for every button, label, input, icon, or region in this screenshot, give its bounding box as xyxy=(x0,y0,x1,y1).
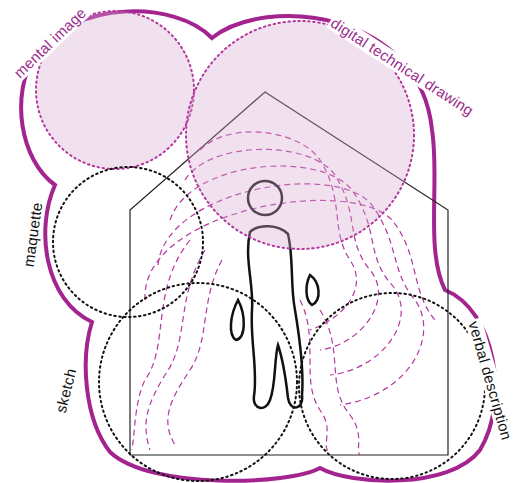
circle-shape xyxy=(53,167,203,317)
circle-outline xyxy=(98,282,298,482)
circle-shape xyxy=(99,283,297,481)
circle-outline xyxy=(52,166,204,318)
circle-region: digital technical drawing xyxy=(185,20,415,250)
circle-region: sketch xyxy=(98,282,298,482)
region-label: maquette xyxy=(19,199,45,270)
circle-shape xyxy=(299,293,485,479)
circle-region: mental image xyxy=(35,10,195,170)
region-label: verbal description xyxy=(464,317,515,444)
region-label: sketch xyxy=(52,364,80,416)
circle-region: maquette xyxy=(52,166,204,318)
outer-outline xyxy=(21,11,495,481)
circle-outline xyxy=(298,292,486,480)
circle-region: verbal description xyxy=(298,292,486,480)
